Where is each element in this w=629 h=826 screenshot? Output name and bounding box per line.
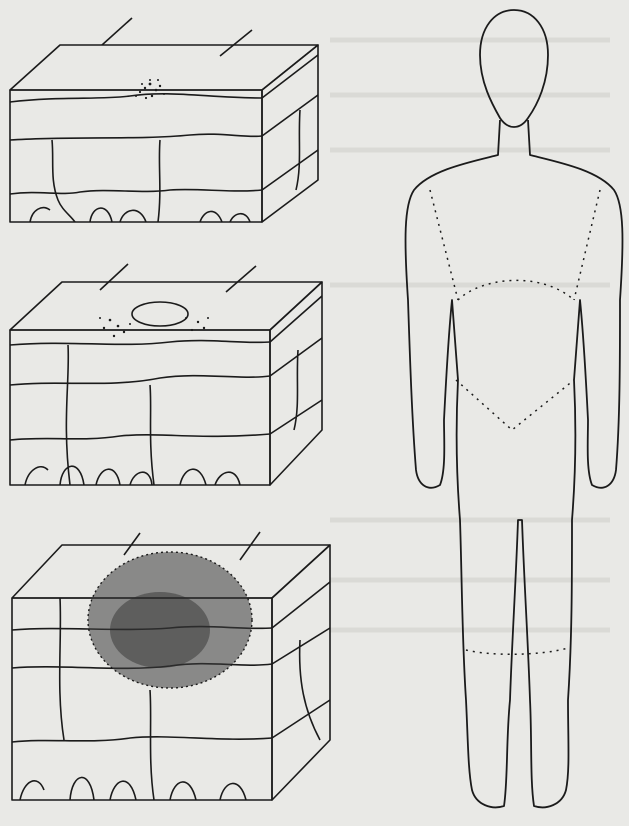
lesion-3 bbox=[88, 552, 252, 688]
skin-block-1-top bbox=[10, 45, 318, 90]
skin-block-1-front bbox=[10, 90, 262, 222]
skin-block-2-front bbox=[10, 330, 270, 485]
head bbox=[480, 10, 548, 127]
lesion-2 bbox=[99, 317, 209, 337]
knee-marker bbox=[466, 648, 568, 654]
lesion-1 bbox=[135, 79, 165, 99]
skin-block-2-top bbox=[10, 282, 322, 330]
skin-block-1-side bbox=[262, 45, 318, 222]
body-outline bbox=[406, 10, 623, 807]
skin-block-1 bbox=[10, 18, 318, 222]
skin-block-2-side bbox=[270, 282, 322, 485]
skin-block-2 bbox=[10, 264, 322, 485]
background-texture bbox=[330, 40, 610, 630]
blister bbox=[132, 302, 188, 326]
hip-marker bbox=[456, 380, 574, 430]
torso-and-limbs bbox=[406, 120, 623, 807]
